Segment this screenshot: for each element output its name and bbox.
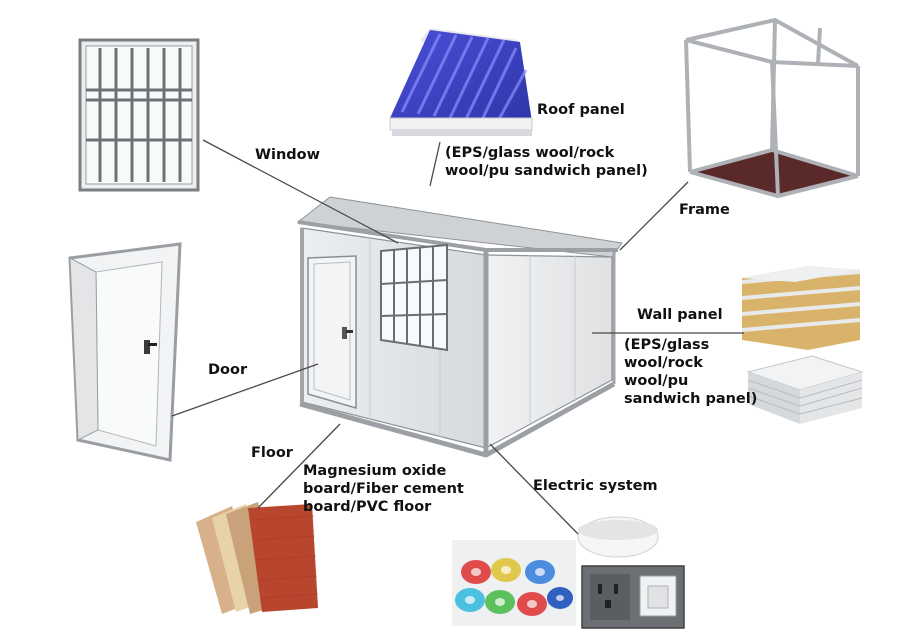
frame-label: Frame xyxy=(679,202,730,218)
roof-panel-label: Roof panel xyxy=(537,102,625,118)
roof-material-line-2: wool/pu sandwich panel) xyxy=(445,163,648,179)
wall-panel-label: Wall panel xyxy=(637,307,723,323)
wall-material-line-2: wool/rock xyxy=(624,355,703,371)
wall-panel-photo xyxy=(741,266,864,424)
floor-material-line-3: board/PVC floor xyxy=(303,499,432,515)
floor-material-line-1: Magnesium oxide xyxy=(303,463,447,479)
leader-floor xyxy=(257,423,341,509)
door-photo xyxy=(68,242,182,462)
ceiling-lamp xyxy=(577,516,659,558)
house-window xyxy=(380,243,448,352)
window-label: Window xyxy=(255,147,321,163)
leader-window xyxy=(202,139,399,244)
leader-frame xyxy=(619,181,689,251)
leader-roof xyxy=(429,141,441,187)
window-photo xyxy=(78,38,200,192)
leader-lines xyxy=(171,139,744,535)
floor-boards-photo xyxy=(196,502,319,614)
floor-material-line-2: board/Fiber cement xyxy=(303,481,464,497)
container-house xyxy=(296,196,623,458)
wall-material-line-1: (EPS/glass xyxy=(624,337,710,353)
wall-socket-switch xyxy=(581,565,685,629)
roof-panel-photo xyxy=(388,28,533,136)
house-door xyxy=(307,255,357,409)
electric-system-label: Electric system xyxy=(533,478,658,494)
floor-label: Floor xyxy=(251,445,293,461)
wall-material-line-3: wool/pu xyxy=(624,373,689,389)
cable-rolls xyxy=(455,558,573,616)
frame-photo xyxy=(684,17,860,199)
roof-material-line-1: (EPS/glass wool/rock xyxy=(445,145,615,161)
door-label: Door xyxy=(208,362,248,378)
leader-electric xyxy=(489,443,579,535)
leader-door xyxy=(171,363,319,417)
wall-material-line-4: sandwich panel) xyxy=(624,391,758,407)
electric-system-photo xyxy=(452,516,685,629)
